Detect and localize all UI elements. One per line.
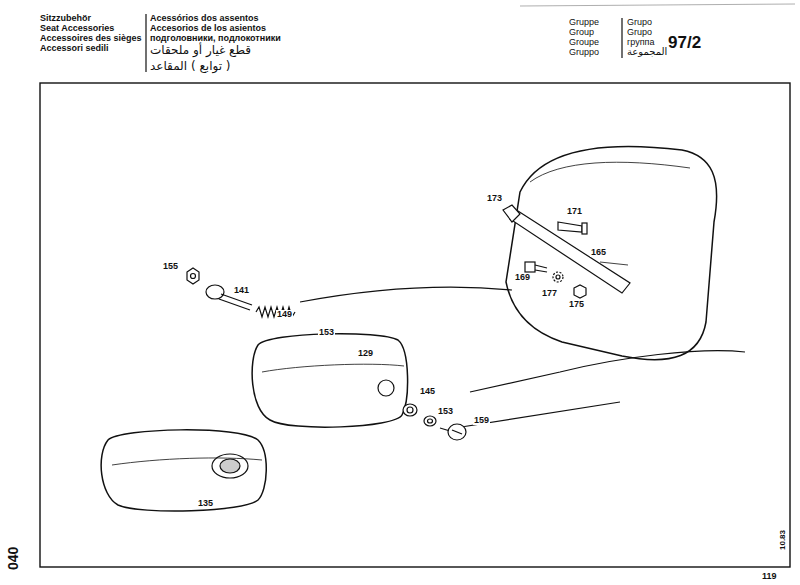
callout-number: 153	[318, 328, 335, 337]
seat-contour	[300, 287, 512, 302]
headrest-rod	[510, 211, 630, 293]
header-text: Seat Accessories	[40, 24, 114, 33]
callout-number: 145	[419, 387, 436, 396]
seat-contour	[455, 402, 620, 428]
drawing-frame	[40, 83, 790, 567]
header-text: قطع غيار أو ملحقات	[150, 44, 251, 57]
knob	[452, 430, 462, 434]
nut	[191, 274, 196, 279]
group-label: Groupe	[569, 38, 599, 47]
header-text: ( توابع ) المقاعد	[150, 60, 231, 73]
date-code: 10.83	[779, 530, 787, 550]
bolt	[221, 294, 252, 305]
group-number: 97/2	[668, 34, 701, 52]
cover-recess	[220, 459, 240, 473]
callout-number: 177	[541, 289, 558, 298]
nut	[187, 268, 199, 284]
header-text: Accesorios de los asientos	[150, 24, 266, 33]
bracket	[503, 205, 520, 222]
lock-washer	[556, 275, 560, 279]
knob	[448, 424, 466, 440]
header-text: Sitzzubehör	[40, 14, 91, 23]
page-code: 040	[6, 547, 21, 570]
callout-number: 171	[566, 207, 583, 216]
callout-number: 165	[590, 248, 607, 257]
bolt	[535, 265, 547, 268]
group-label: Gruppe	[569, 18, 599, 27]
header-rule	[145, 14, 146, 72]
nut	[574, 285, 586, 298]
washer	[428, 419, 433, 423]
header-text: Acessórios dos assentos	[150, 14, 259, 23]
armrest-cover	[101, 430, 266, 511]
headrest	[506, 146, 717, 359]
header-rule	[621, 18, 622, 58]
bushing	[403, 404, 417, 416]
headrest-seam	[530, 162, 690, 182]
armrest-edge	[262, 364, 404, 372]
callout-number: 141	[233, 286, 250, 295]
cover-recess	[212, 454, 248, 478]
armrest	[252, 334, 407, 427]
scan-edge	[520, 4, 795, 6]
bolt	[219, 299, 250, 310]
group-label: Group	[569, 28, 594, 37]
callout-number: 159	[473, 416, 490, 425]
header-text: подголовники, подлокотники	[150, 34, 281, 43]
callout-number: 153	[437, 407, 454, 416]
group-label: Grupo	[627, 18, 652, 27]
page-number: 119	[762, 572, 777, 581]
bolt-head	[582, 223, 587, 234]
group-label: المجموعة	[627, 47, 667, 58]
callout-number: 175	[568, 300, 585, 309]
header-text: Accessoires des sièges	[40, 34, 142, 43]
callout-number: 149	[276, 310, 293, 319]
washer	[424, 416, 436, 426]
bolt	[535, 270, 547, 272]
header-text: Accessori sedili	[40, 44, 109, 53]
bolt-head	[206, 285, 224, 299]
bushing	[407, 407, 413, 413]
lock-washer	[553, 272, 563, 282]
seat-contour	[470, 351, 745, 392]
group-label: Grupo	[627, 28, 652, 37]
callout-number: 155	[162, 262, 179, 271]
bolt-head	[525, 262, 535, 272]
group-label: Gruppo	[569, 48, 599, 57]
callout-number: 169	[514, 273, 531, 282]
bolt	[558, 222, 582, 232]
callout-number: 129	[357, 349, 374, 358]
armrest-hole	[378, 380, 394, 396]
callout-number: 135	[197, 499, 214, 508]
callout-number: 173	[486, 194, 503, 203]
leader-line	[600, 262, 628, 265]
